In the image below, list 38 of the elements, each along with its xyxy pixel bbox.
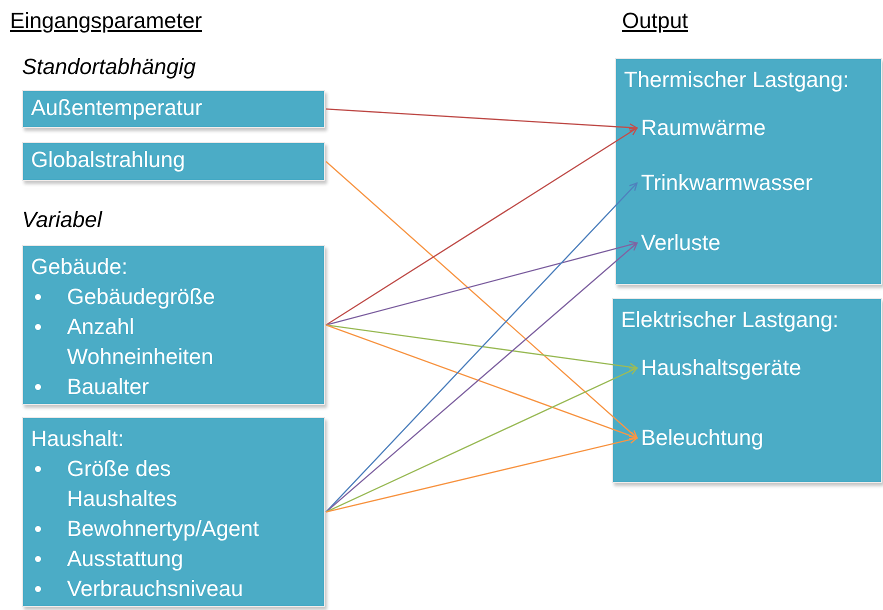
bullet-text: Größe des Haushaltes <box>67 455 178 513</box>
parameter-box <box>615 58 882 285</box>
arrow <box>326 127 638 326</box>
group-heading: Variabel <box>22 206 102 234</box>
group-heading: Standortabhängig <box>22 53 196 81</box>
bullet-text: Bewohnertyp/Agent <box>67 515 260 543</box>
parameter-box <box>22 142 325 181</box>
parameter-box <box>22 90 325 128</box>
arrow <box>326 436 638 513</box>
bullet-text: Baualter <box>67 373 149 401</box>
parameter-label: Außentemperatur <box>31 94 204 122</box>
arrow <box>326 324 638 440</box>
arrow <box>326 324 638 372</box>
arrow <box>326 240 638 326</box>
arrow <box>326 161 638 439</box>
arrow <box>326 182 638 512</box>
bullet-text: Gebäudegröße <box>67 283 215 311</box>
output-label: Verluste <box>641 229 722 257</box>
output-label: Trinkwarmwasser <box>641 169 814 197</box>
output-label: Raumwärme <box>641 114 767 142</box>
bullet-text: Verbrauchsniveau <box>67 575 244 603</box>
parameter-box <box>22 417 325 607</box>
arrow <box>326 367 638 513</box>
output-label: Haushaltsgeräte <box>641 354 802 382</box>
parameter-box <box>612 298 882 483</box>
section-heading: Output <box>622 7 688 35</box>
box-heading: Haushalt: <box>31 425 125 453</box>
arrow <box>326 108 638 132</box>
output-label: Beleuchtung <box>641 424 764 452</box>
parameter-box <box>22 245 325 405</box>
section-heading: Eingangsparameter <box>10 7 202 35</box>
box-heading: Gebäude: <box>31 253 129 281</box>
bullet-text: Anzahl Wohneinheiten <box>67 313 214 371</box>
box-heading: Elektrischer Lastgang: <box>621 306 840 334</box>
bullet-text: Ausstattung <box>67 545 184 573</box>
box-heading: Thermischer Lastgang: <box>624 66 850 94</box>
arrow <box>326 242 638 512</box>
parameter-label: Globalstrahlung <box>31 146 186 174</box>
